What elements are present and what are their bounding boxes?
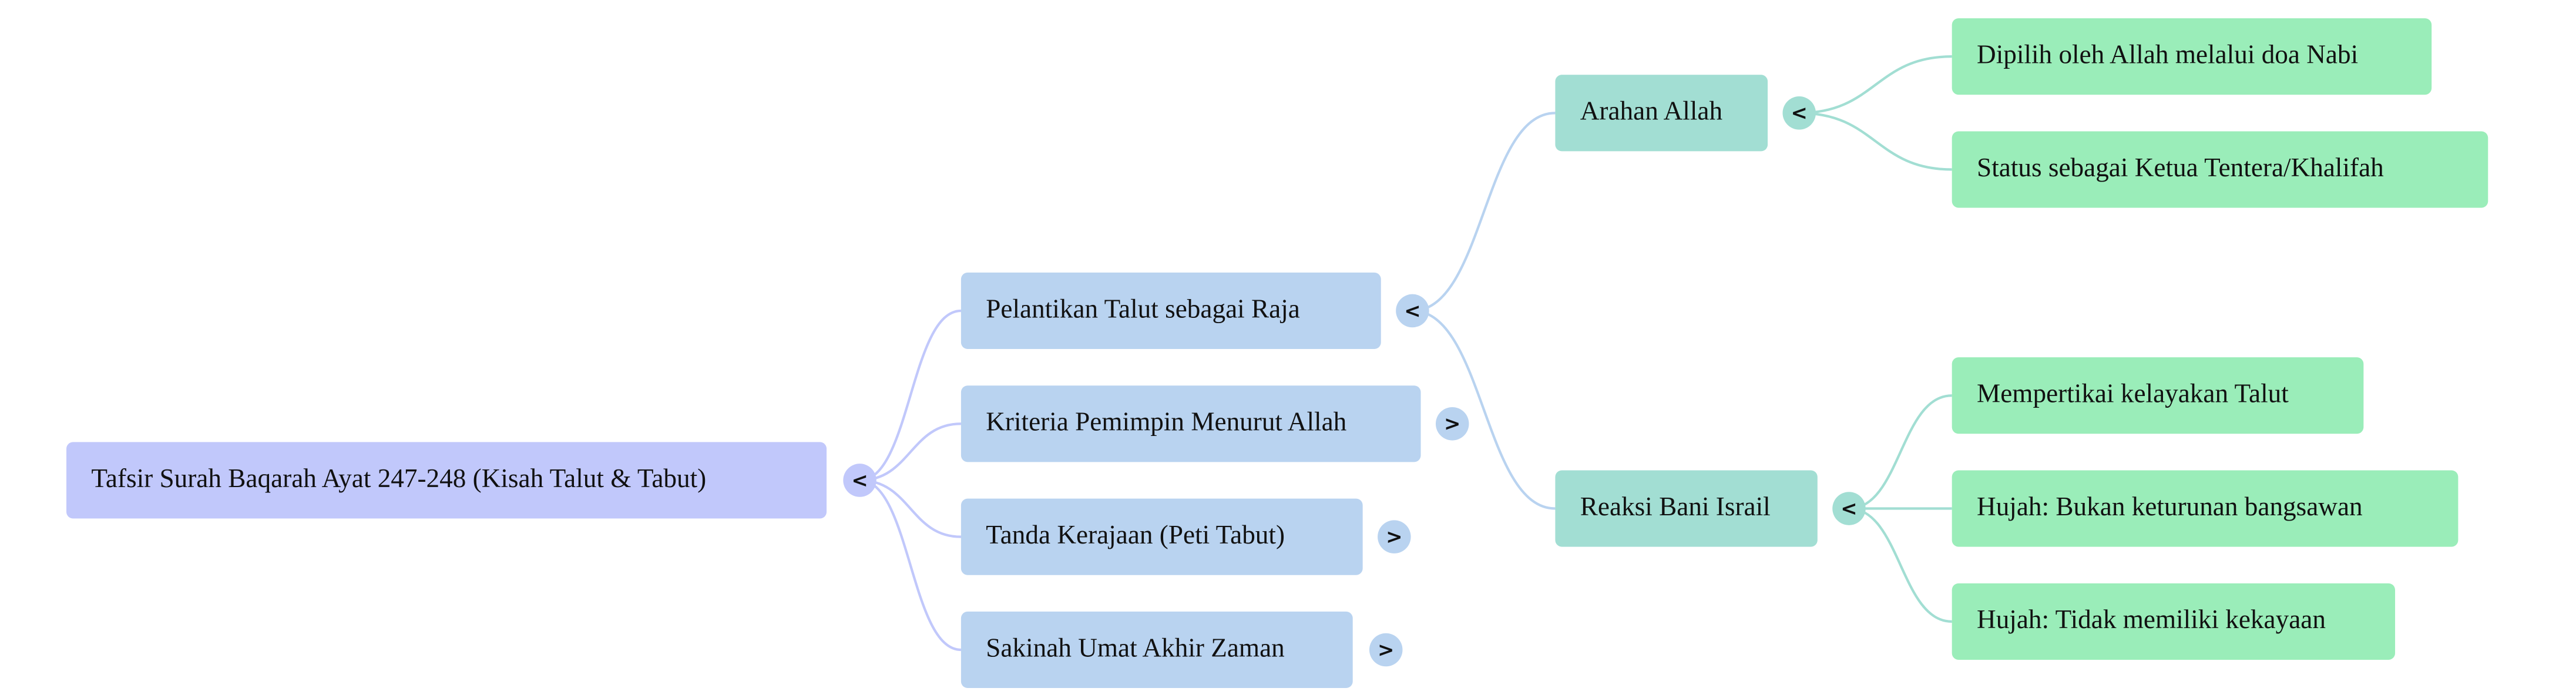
link-root-kriteria — [859, 422, 961, 482]
link-arahan-leaf-2 — [1799, 112, 1952, 171]
branch-node-tanda-kerajaan[interactable]: Tanda Kerajaan (Peti Tabut) — [960, 498, 1363, 575]
branch-node-pelantikan[interactable]: Pelantikan Talut sebagai Raja — [960, 272, 1381, 350]
root-node[interactable]: Tafsir Surah Baqarah Ayat 247-248 (Kisah… — [66, 442, 827, 519]
leaf-node-label: Status sebagai Ketua Tentera/Khalifah — [1977, 155, 2384, 183]
leaf-node[interactable]: Hujah: Bukan keturunan bangsawan — [1952, 470, 2459, 547]
link-arahan-leaf-1 — [1799, 55, 1952, 115]
leaf-node-label: Hujah: Tidak memiliki kekayaan — [1977, 606, 2326, 635]
leaf-node[interactable]: Status sebagai Ketua Tentera/Khalifah — [1952, 131, 2488, 208]
branch-node-kriteria[interactable]: Kriteria Pemimpin Menurut Allah — [960, 385, 1421, 462]
branch-sakinah-expand-toggle[interactable]: > — [1369, 633, 1403, 667]
branch-node-sakinah[interactable]: Sakinah Umat Akhir Zaman — [960, 611, 1353, 689]
sub-node-reaksi-bani-israil-collapse-toggle[interactable]: < — [1832, 492, 1866, 525]
sub-node-label: Arahan Allah — [1580, 98, 1723, 126]
branch-node-label: Sakinah Umat Akhir Zaman — [986, 635, 1285, 663]
branch-node-label: Pelantikan Talut sebagai Raja — [986, 296, 1300, 324]
sub-node-label: Reaksi Bani Israil — [1580, 494, 1771, 522]
root-collapse-toggle[interactable]: < — [843, 464, 876, 497]
leaf-node[interactable]: Hujah: Tidak memiliki kekayaan — [1952, 583, 2396, 660]
branch-node-label: Kriteria Pemimpin Menurut Allah — [986, 408, 1347, 437]
branch-node-label: Tanda Kerajaan (Peti Tabut) — [986, 522, 1285, 551]
leaf-node-label: Mempertikai kelayakan Talut — [1977, 380, 2289, 409]
link-root-tanda-kerajaan — [859, 479, 961, 538]
link-root-pelantikan — [859, 309, 961, 482]
sub-node-arahan-allah[interactable]: Arahan Allah — [1555, 75, 1768, 152]
branch-kriteria-expand-toggle[interactable]: > — [1435, 407, 1469, 441]
leaf-node[interactable]: Mempertikai kelayakan Talut — [1952, 357, 2364, 434]
leaf-node-label: Hujah: Bukan keturunan bangsawan — [1977, 494, 2363, 522]
link-pelantikan-reaksi — [1412, 309, 1556, 510]
link-reaksi-leaf-1 — [1849, 394, 1952, 510]
branch-pelantikan-collapse-toggle[interactable]: < — [1396, 294, 1429, 328]
link-reaksi-leaf-3 — [1849, 507, 1952, 623]
leaf-node-label: Dipilih oleh Allah melalui doa Nabi — [1977, 41, 2359, 70]
leaf-node[interactable]: Dipilih oleh Allah melalui doa Nabi — [1952, 18, 2432, 95]
sub-node-reaksi-bani-israil[interactable]: Reaksi Bani Israil — [1555, 470, 1818, 547]
sub-node-arahan-allah-collapse-toggle[interactable]: < — [1782, 96, 1816, 130]
link-root-sakinah — [859, 479, 961, 652]
branch-tanda-kerajaan-expand-toggle[interactable]: > — [1378, 520, 1411, 553]
root-node-label: Tafsir Surah Baqarah Ayat 247-248 (Kisah… — [91, 465, 707, 494]
link-pelantikan-arahan — [1412, 112, 1556, 313]
